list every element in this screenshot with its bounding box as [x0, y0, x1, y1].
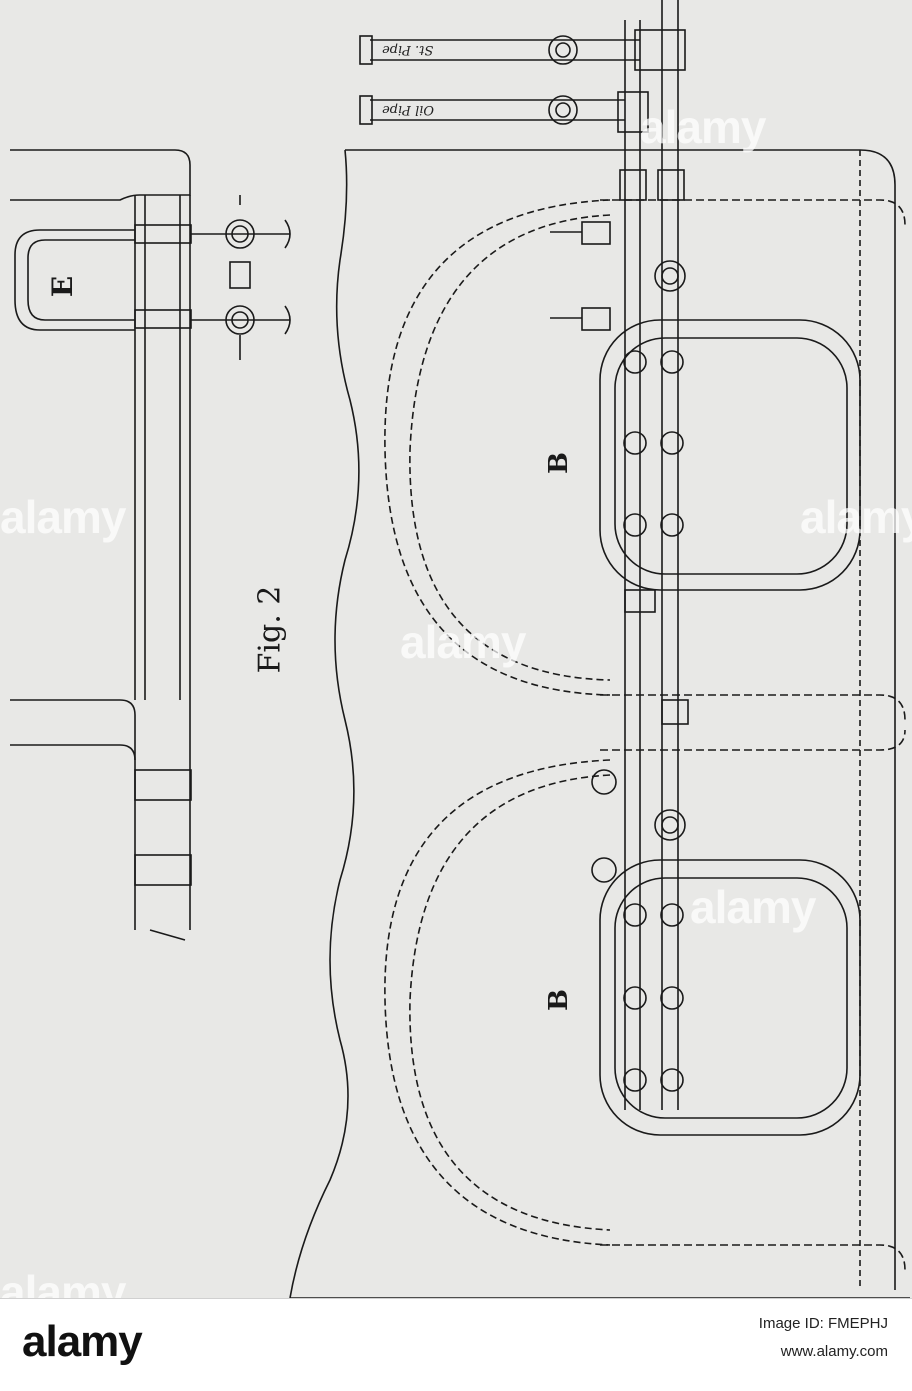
footer-bar: alamy Image ID: FMEPHJ www.alamy.com	[0, 1298, 912, 1391]
label-b-bottom: B	[543, 989, 574, 1011]
image-id-text: Image ID: FMEPHJ	[758, 1315, 888, 1332]
footer-url: www.alamy.com	[780, 1343, 888, 1360]
oil-pipe-label: Oil Pipe	[382, 102, 435, 117]
footer-logo: alamy	[22, 1317, 143, 1366]
detail-e-assembly	[10, 149, 291, 941]
watermark: alamy	[0, 491, 126, 543]
watermark: alamy	[690, 881, 816, 933]
st-pipe-label: St. Pipe	[382, 42, 434, 57]
label-e: E	[46, 275, 80, 298]
boiler-piping-diagram	[10, 0, 910, 1298]
furnace-outlines	[384, 199, 611, 1246]
watermark: alamy	[400, 616, 526, 668]
furnace-doors	[599, 319, 861, 1136]
boiler-outline	[289, 149, 910, 1298]
pipe-valves	[548, 35, 686, 1092]
label-b-top: B	[543, 452, 574, 474]
watermark: alamy	[640, 101, 766, 153]
main-pipes	[359, 0, 689, 1110]
figure-title: Fig. 2	[252, 585, 288, 674]
watermark: alamy	[800, 491, 912, 543]
engraving-plate: Fig. 2 E B B St. Pipe Oil Pipe alamy ala…	[0, 0, 912, 1318]
